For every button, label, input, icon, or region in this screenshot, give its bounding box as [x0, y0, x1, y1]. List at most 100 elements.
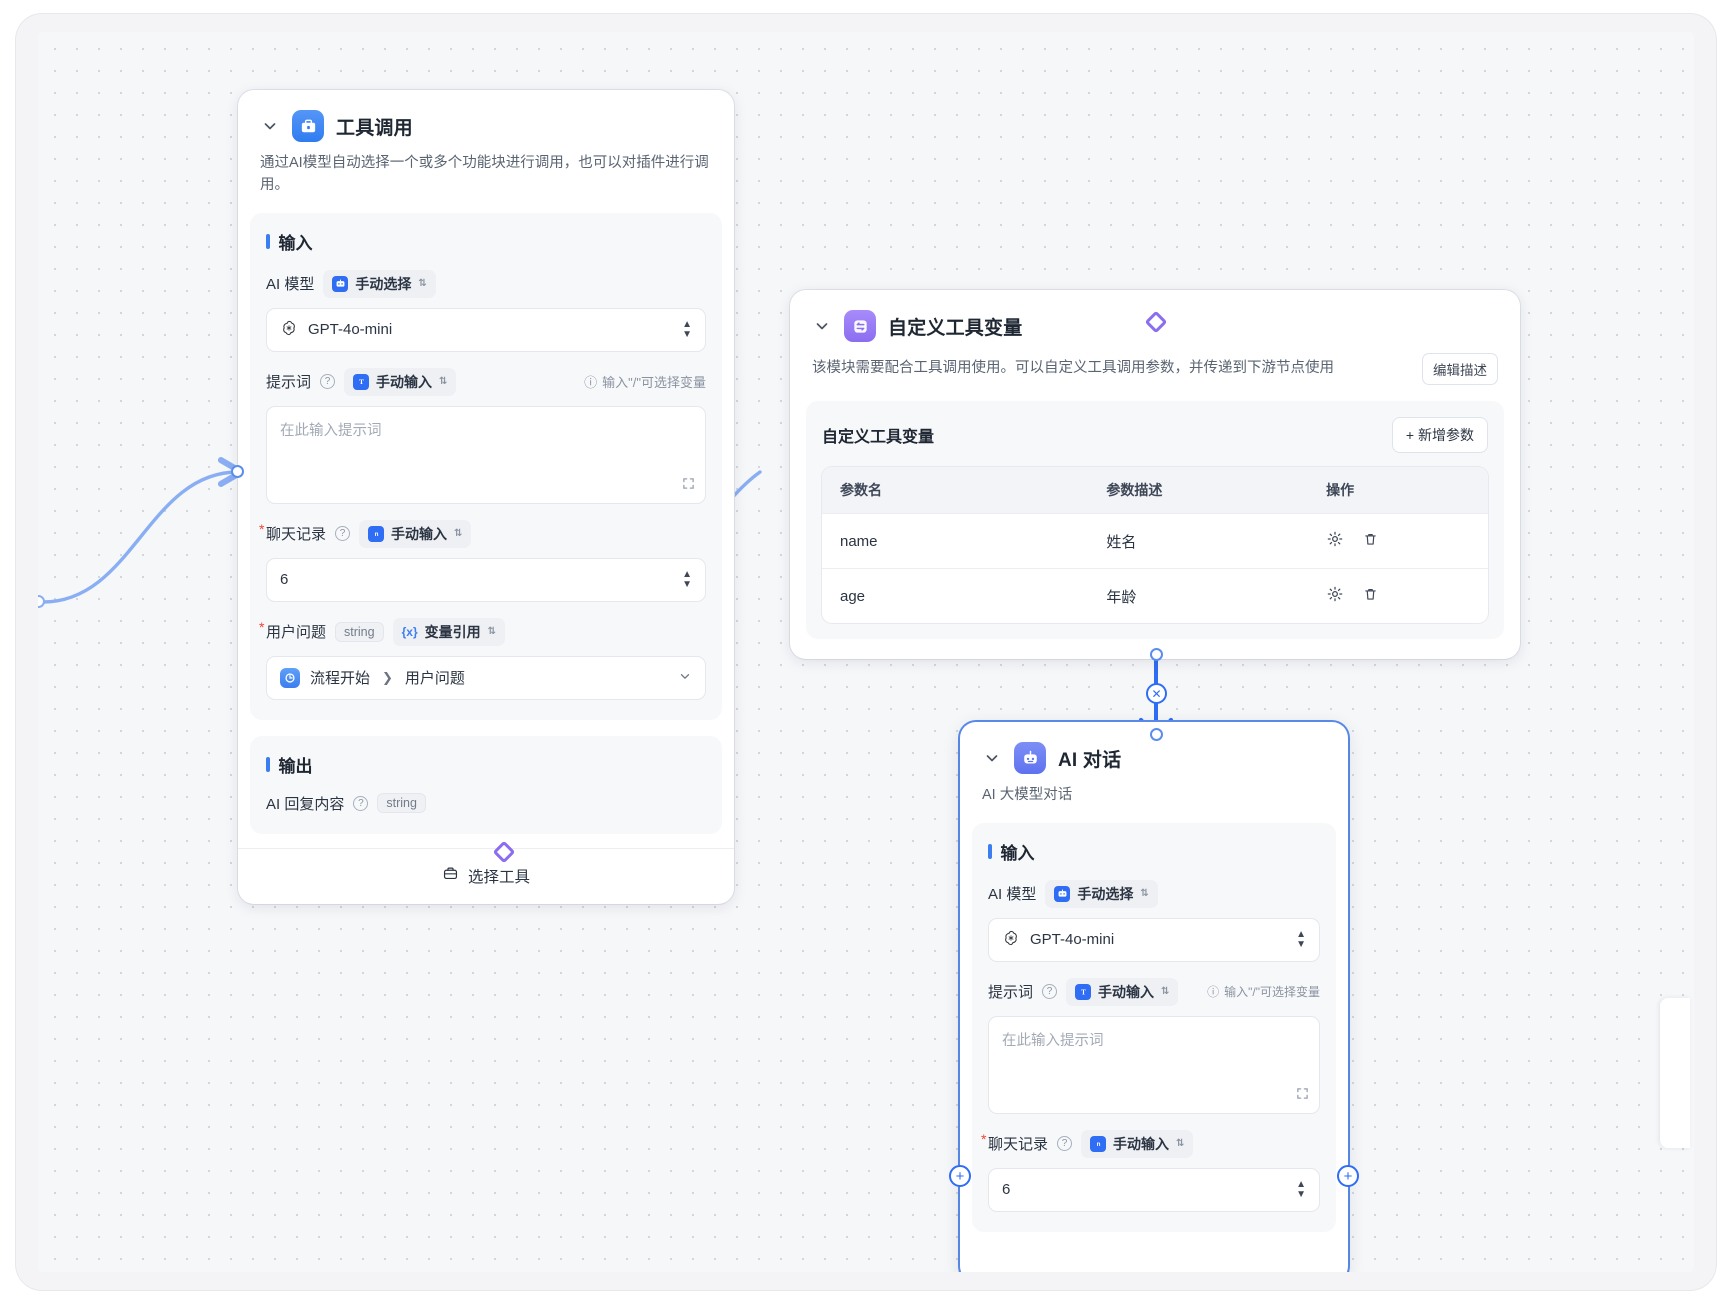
ai-model-select[interactable]: GPT-4o-mini ▲▼ [266, 307, 706, 352]
help-icon[interactable]: ? [320, 374, 336, 389]
trash-icon[interactable] [1362, 586, 1379, 607]
gear-icon[interactable] [1326, 530, 1344, 552]
chevron-updown-icon: ⇅ [487, 625, 496, 637]
node-tool-variables[interactable]: 自定义工具变量 该模块需要配合工具调用使用。可以自定义工具调用参数，并传递到下游… [790, 290, 1520, 659]
input-section-title: 输入 [988, 839, 1320, 864]
prompt-label: 提示词 [266, 374, 312, 391]
port-toolcall-input[interactable] [231, 465, 244, 478]
field-ai-model: AI 模型 手动选择 ⇅ GPT-4o-mini [266, 269, 706, 352]
canvas-scroll-panel[interactable] [1660, 998, 1690, 1148]
chat-history-number-input[interactable]: 6 ▲▼ [988, 1167, 1320, 1212]
info-icon: ⓘ [584, 375, 598, 390]
column-header-name: 参数名 [822, 467, 1089, 514]
edge-delete-button[interactable]: ✕ [1146, 683, 1167, 704]
chevron-updown-icon: ⇅ [1176, 1137, 1185, 1149]
add-node-right-button[interactable]: + [1337, 1165, 1359, 1187]
expand-icon[interactable] [682, 477, 695, 494]
ai-model-value: GPT-4o-mini [1030, 931, 1115, 949]
ai-model-label: AI 模型 [988, 886, 1037, 904]
chevron-updown-icon: ⇅ [1140, 887, 1149, 899]
prompt-mode-label: 手动输入 [1098, 983, 1155, 1000]
prompt-hint-text: 输入"/"可选择变量 [602, 375, 706, 390]
chat-history-label: 聊天记录 [259, 521, 326, 544]
chevron-updown-icon[interactable]: ▲▼ [1296, 929, 1306, 951]
chat-history-mode-select[interactable]: n 手动输入 ⇅ [1081, 1129, 1194, 1158]
node-ai-chat[interactable]: AI 对话 AI 大模型对话 输入 AI 模型 手动选择 [960, 722, 1348, 1272]
port-toolvars-output[interactable] [1150, 648, 1163, 661]
help-icon[interactable]: ? [353, 795, 369, 811]
help-icon[interactable]: ? [335, 526, 351, 541]
edge-start-to-toolcall [41, 457, 245, 604]
variables-icon [844, 310, 876, 342]
chevron-updown-icon: ⇅ [1161, 985, 1170, 997]
table-row: name 姓名 [822, 513, 1488, 569]
chevron-down-icon[interactable] [678, 669, 692, 687]
prompt-mode-select[interactable]: T 手动输入 ⇅ [1066, 977, 1179, 1006]
tool-call-input-section: 输入 AI 模型 手动选择 ⇅ [250, 212, 722, 720]
ai-chat-input-section: 输入 AI 模型 手动选择 ⇅ [972, 822, 1336, 1232]
output-label: AI 回复内容 [266, 795, 345, 813]
workflow-canvas[interactable]: ✕ + + 工具调用 [38, 32, 1694, 1272]
svg-text:n: n [1096, 1141, 1100, 1148]
node-tool-call[interactable]: 工具调用 通过AI模型自动选择一个或多个功能块进行调用，也可以对插件进行调用。 … [238, 90, 734, 904]
add-parameter-button[interactable]: + 新增参数 [1391, 417, 1488, 453]
edit-description-button[interactable]: 编辑描述 [1422, 353, 1498, 385]
node-description: AI 大模型对话 [982, 785, 1326, 807]
add-node-left-button[interactable]: + [949, 1165, 971, 1187]
help-icon[interactable]: ? [1057, 1136, 1073, 1152]
robot-icon [1054, 885, 1071, 902]
number-icon: n [368, 525, 385, 542]
chat-history-mode-label: 手动输入 [391, 525, 448, 542]
port-aichat-input[interactable] [1150, 728, 1163, 741]
prompt-hint-text: 输入"/"可选择变量 [1224, 985, 1320, 1000]
user-question-ref-node: 流程开始 [310, 670, 371, 687]
chevron-down-icon[interactable] [260, 116, 280, 136]
variable-icon: {x} [401, 624, 418, 639]
tool-variables-card: 自定义工具变量 + 新增参数 参数名 参数描述 操作 name [806, 401, 1504, 639]
chat-history-value: 6 [280, 571, 289, 588]
trash-icon[interactable] [1362, 531, 1379, 552]
ai-model-select[interactable]: GPT-4o-mini ▲▼ [988, 917, 1320, 962]
param-desc: 姓名 [1088, 513, 1309, 569]
prompt-variable-hint: ⓘ 输入"/"可选择变量 [1207, 983, 1320, 1000]
prompt-textarea[interactable]: 在此输入提示词 [266, 405, 706, 504]
chat-history-mode-select[interactable]: n 手动输入 ⇅ [359, 519, 472, 548]
port-start-output[interactable] [38, 595, 45, 608]
input-section-title: 输入 [266, 229, 706, 254]
number-stepper[interactable]: ▲▼ [682, 569, 692, 590]
chevron-down-icon[interactable] [812, 316, 832, 336]
toolbox-outline-icon [442, 865, 459, 887]
user-question-mode-select[interactable]: {x} 变量引用 ⇅ [392, 617, 505, 646]
info-icon: ⓘ [1207, 985, 1220, 1000]
ai-model-mode-select[interactable]: 手动选择 ⇅ [1045, 879, 1158, 908]
user-question-label: 用户问题 [259, 619, 326, 642]
help-icon[interactable]: ? [1042, 984, 1058, 1000]
select-tool-button[interactable]: 选择工具 [238, 847, 734, 904]
output-row: AI 回复内容 ? string [266, 793, 706, 814]
svg-text:n: n [374, 531, 378, 538]
prompt-mode-label: 手动输入 [376, 373, 433, 390]
text-icon: T [1075, 983, 1092, 1000]
node-title: AI 对话 [1058, 749, 1122, 771]
openai-icon [1002, 929, 1020, 951]
column-header-actions: 操作 [1308, 467, 1488, 514]
ai-model-mode-select[interactable]: 手动选择 ⇅ [323, 269, 436, 298]
node-ai-chat-header: AI 对话 AI 大模型对话 [960, 722, 1348, 807]
node-title: 工具调用 [336, 117, 413, 139]
ai-model-value: GPT-4o-mini [308, 321, 393, 338]
node-description: 该模块需要配合工具调用使用。可以自定义工具调用参数，并传递到下游节点使用 编辑描… [812, 353, 1498, 385]
prompt-textarea[interactable]: 在此输入提示词 [988, 1015, 1320, 1114]
chat-history-number-input[interactable]: 6 ▲▼ [266, 557, 706, 602]
toolbox-icon [292, 110, 324, 142]
expand-icon[interactable] [1296, 1087, 1309, 1104]
chevron-down-icon[interactable] [982, 748, 1002, 768]
gear-icon[interactable] [1326, 585, 1344, 607]
number-stepper[interactable]: ▲▼ [1296, 1179, 1306, 1201]
chevron-updown-icon[interactable]: ▲▼ [682, 319, 692, 340]
prompt-mode-select[interactable]: T 手动输入 ⇅ [344, 367, 457, 396]
column-header-desc: 参数描述 [1088, 467, 1309, 514]
field-chat-history: 聊天记录 ? n 手动输入 ⇅ 6 ▲▼ [259, 519, 706, 602]
param-name: name [822, 513, 1089, 569]
user-question-variable-select[interactable]: 流程开始 ❯ 用户问题 [266, 655, 706, 700]
ai-model-label: AI 模型 [266, 276, 315, 293]
